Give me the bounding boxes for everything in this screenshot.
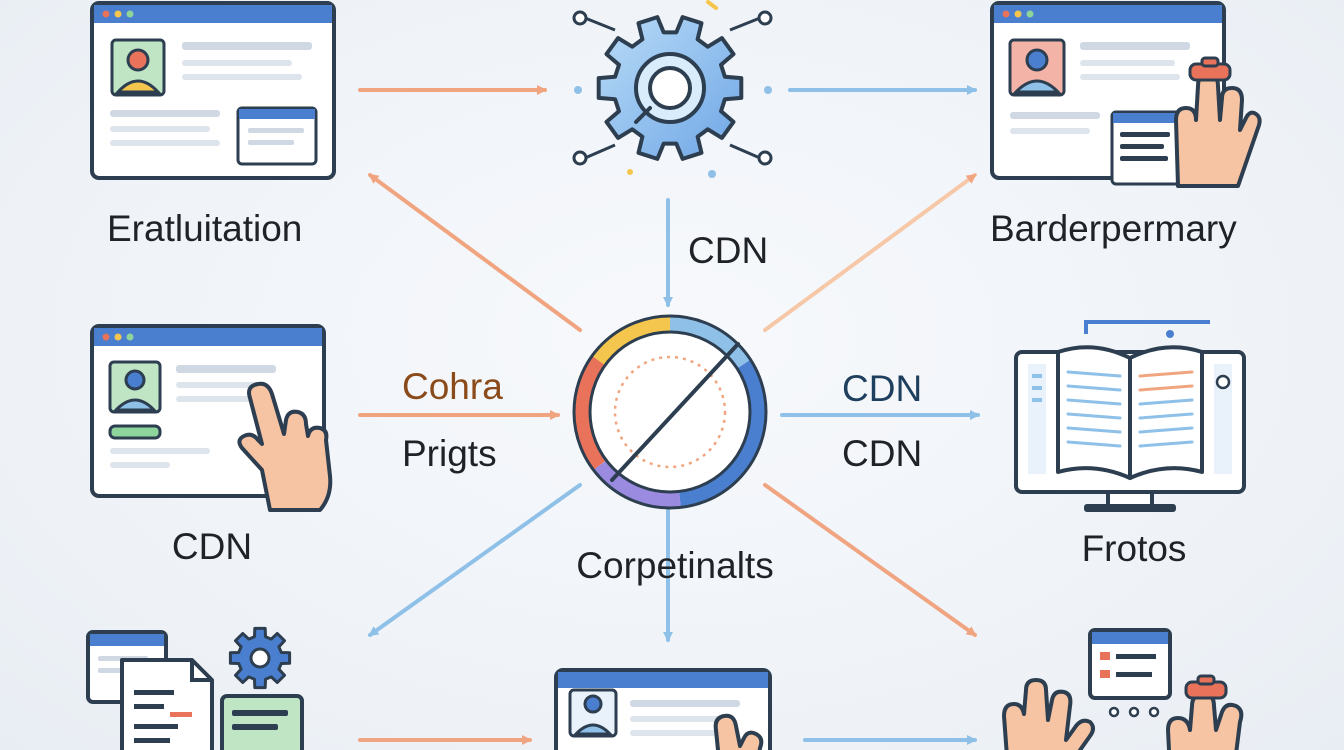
label-mid-right: Frotos <box>1081 528 1187 569</box>
arrow-center-to-bottomleft <box>368 483 582 637</box>
arrow-center-to-topright <box>763 173 977 332</box>
browser-pointer-icon <box>90 324 333 512</box>
label-mid-right-arrow-bottom: CDN <box>842 433 923 474</box>
browser-profile-icon <box>90 1 336 180</box>
hands-device-icon <box>1002 628 1244 750</box>
arrows <box>358 85 980 745</box>
label-mid-left-arrow-bottom: Prigts <box>402 433 497 474</box>
label-center-bottom: Corpetinalts <box>576 545 774 586</box>
open-book-monitor-icon <box>1014 320 1246 512</box>
arrow-center-to-bottomright <box>763 483 977 637</box>
gear-network-icon <box>572 0 773 178</box>
label-mid-left: CDN <box>171 526 253 567</box>
label-top-left: Eratluitation <box>107 208 303 249</box>
documents-gear-icon <box>86 626 304 750</box>
progress-ring-icon <box>572 314 768 510</box>
browser-hand-icon <box>990 1 1262 188</box>
label-top-center-arrow: CDN <box>688 230 769 271</box>
label-mid-right-arrow-top: CDN <box>842 368 923 409</box>
browser-cursor-icon <box>554 668 772 750</box>
arrow-center-to-topleft <box>368 173 582 332</box>
label-mid-left-arrow-top: Cohra <box>402 366 503 407</box>
label-top-right: Barderpermary <box>990 208 1237 249</box>
